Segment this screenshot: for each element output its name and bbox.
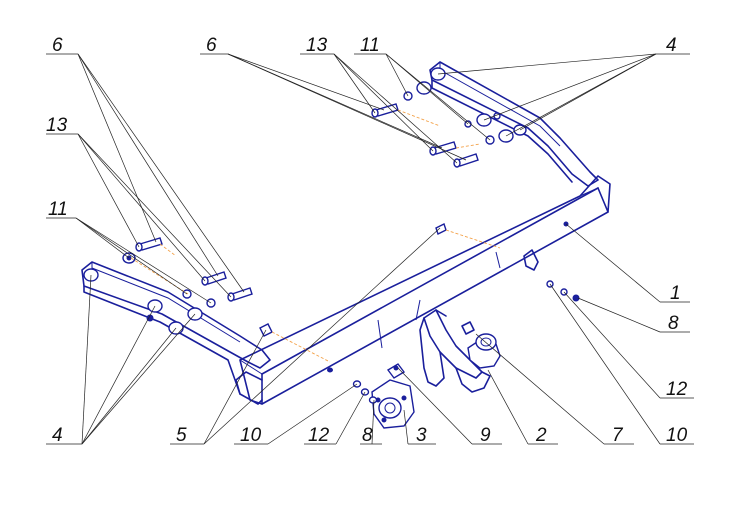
callout-8-bottom: 8	[362, 425, 373, 446]
callout-13-top: 13	[306, 35, 328, 56]
socket-plate	[371, 379, 415, 429]
leader-lines	[46, 53, 694, 445]
callout-10-bottom: 10	[240, 425, 262, 446]
callout-4-right: 4	[666, 35, 677, 56]
callout-5: 5	[176, 425, 187, 446]
cross-beam	[239, 175, 611, 405]
callout-12-right: 12	[666, 379, 688, 400]
callout-2: 2	[535, 425, 547, 446]
right-mounting-bracket	[429, 61, 599, 187]
callout-labels: 6 13 11 4 6 13 11 4 1 8 12 5 10 12 8 3 9…	[46, 35, 688, 446]
hitch-neck	[419, 309, 491, 393]
callout-9: 9	[480, 425, 491, 446]
callout-4-left: 4	[52, 425, 63, 446]
left-mounting-bracket	[81, 261, 271, 405]
callout-8-right: 8	[668, 313, 679, 334]
callout-6-left: 6	[52, 35, 63, 56]
callout-1: 1	[670, 283, 681, 304]
left-bolt-set	[122, 237, 253, 308]
right-washer-nut-group	[546, 280, 580, 302]
callout-6-top: 6	[206, 35, 217, 56]
callout-12-bottom: 12	[308, 425, 330, 446]
bottom-washer-nut-group	[352, 380, 378, 404]
beam-bolt-top	[435, 223, 501, 249]
callout-11-left: 11	[48, 199, 68, 220]
tow-ball	[461, 321, 501, 369]
callout-13-left: 13	[46, 115, 68, 136]
callout-10-right: 10	[666, 425, 688, 446]
callout-3: 3	[416, 425, 427, 446]
socket-bolt	[386, 363, 406, 379]
callout-11-top: 11	[360, 35, 380, 56]
callout-7: 7	[612, 425, 624, 446]
